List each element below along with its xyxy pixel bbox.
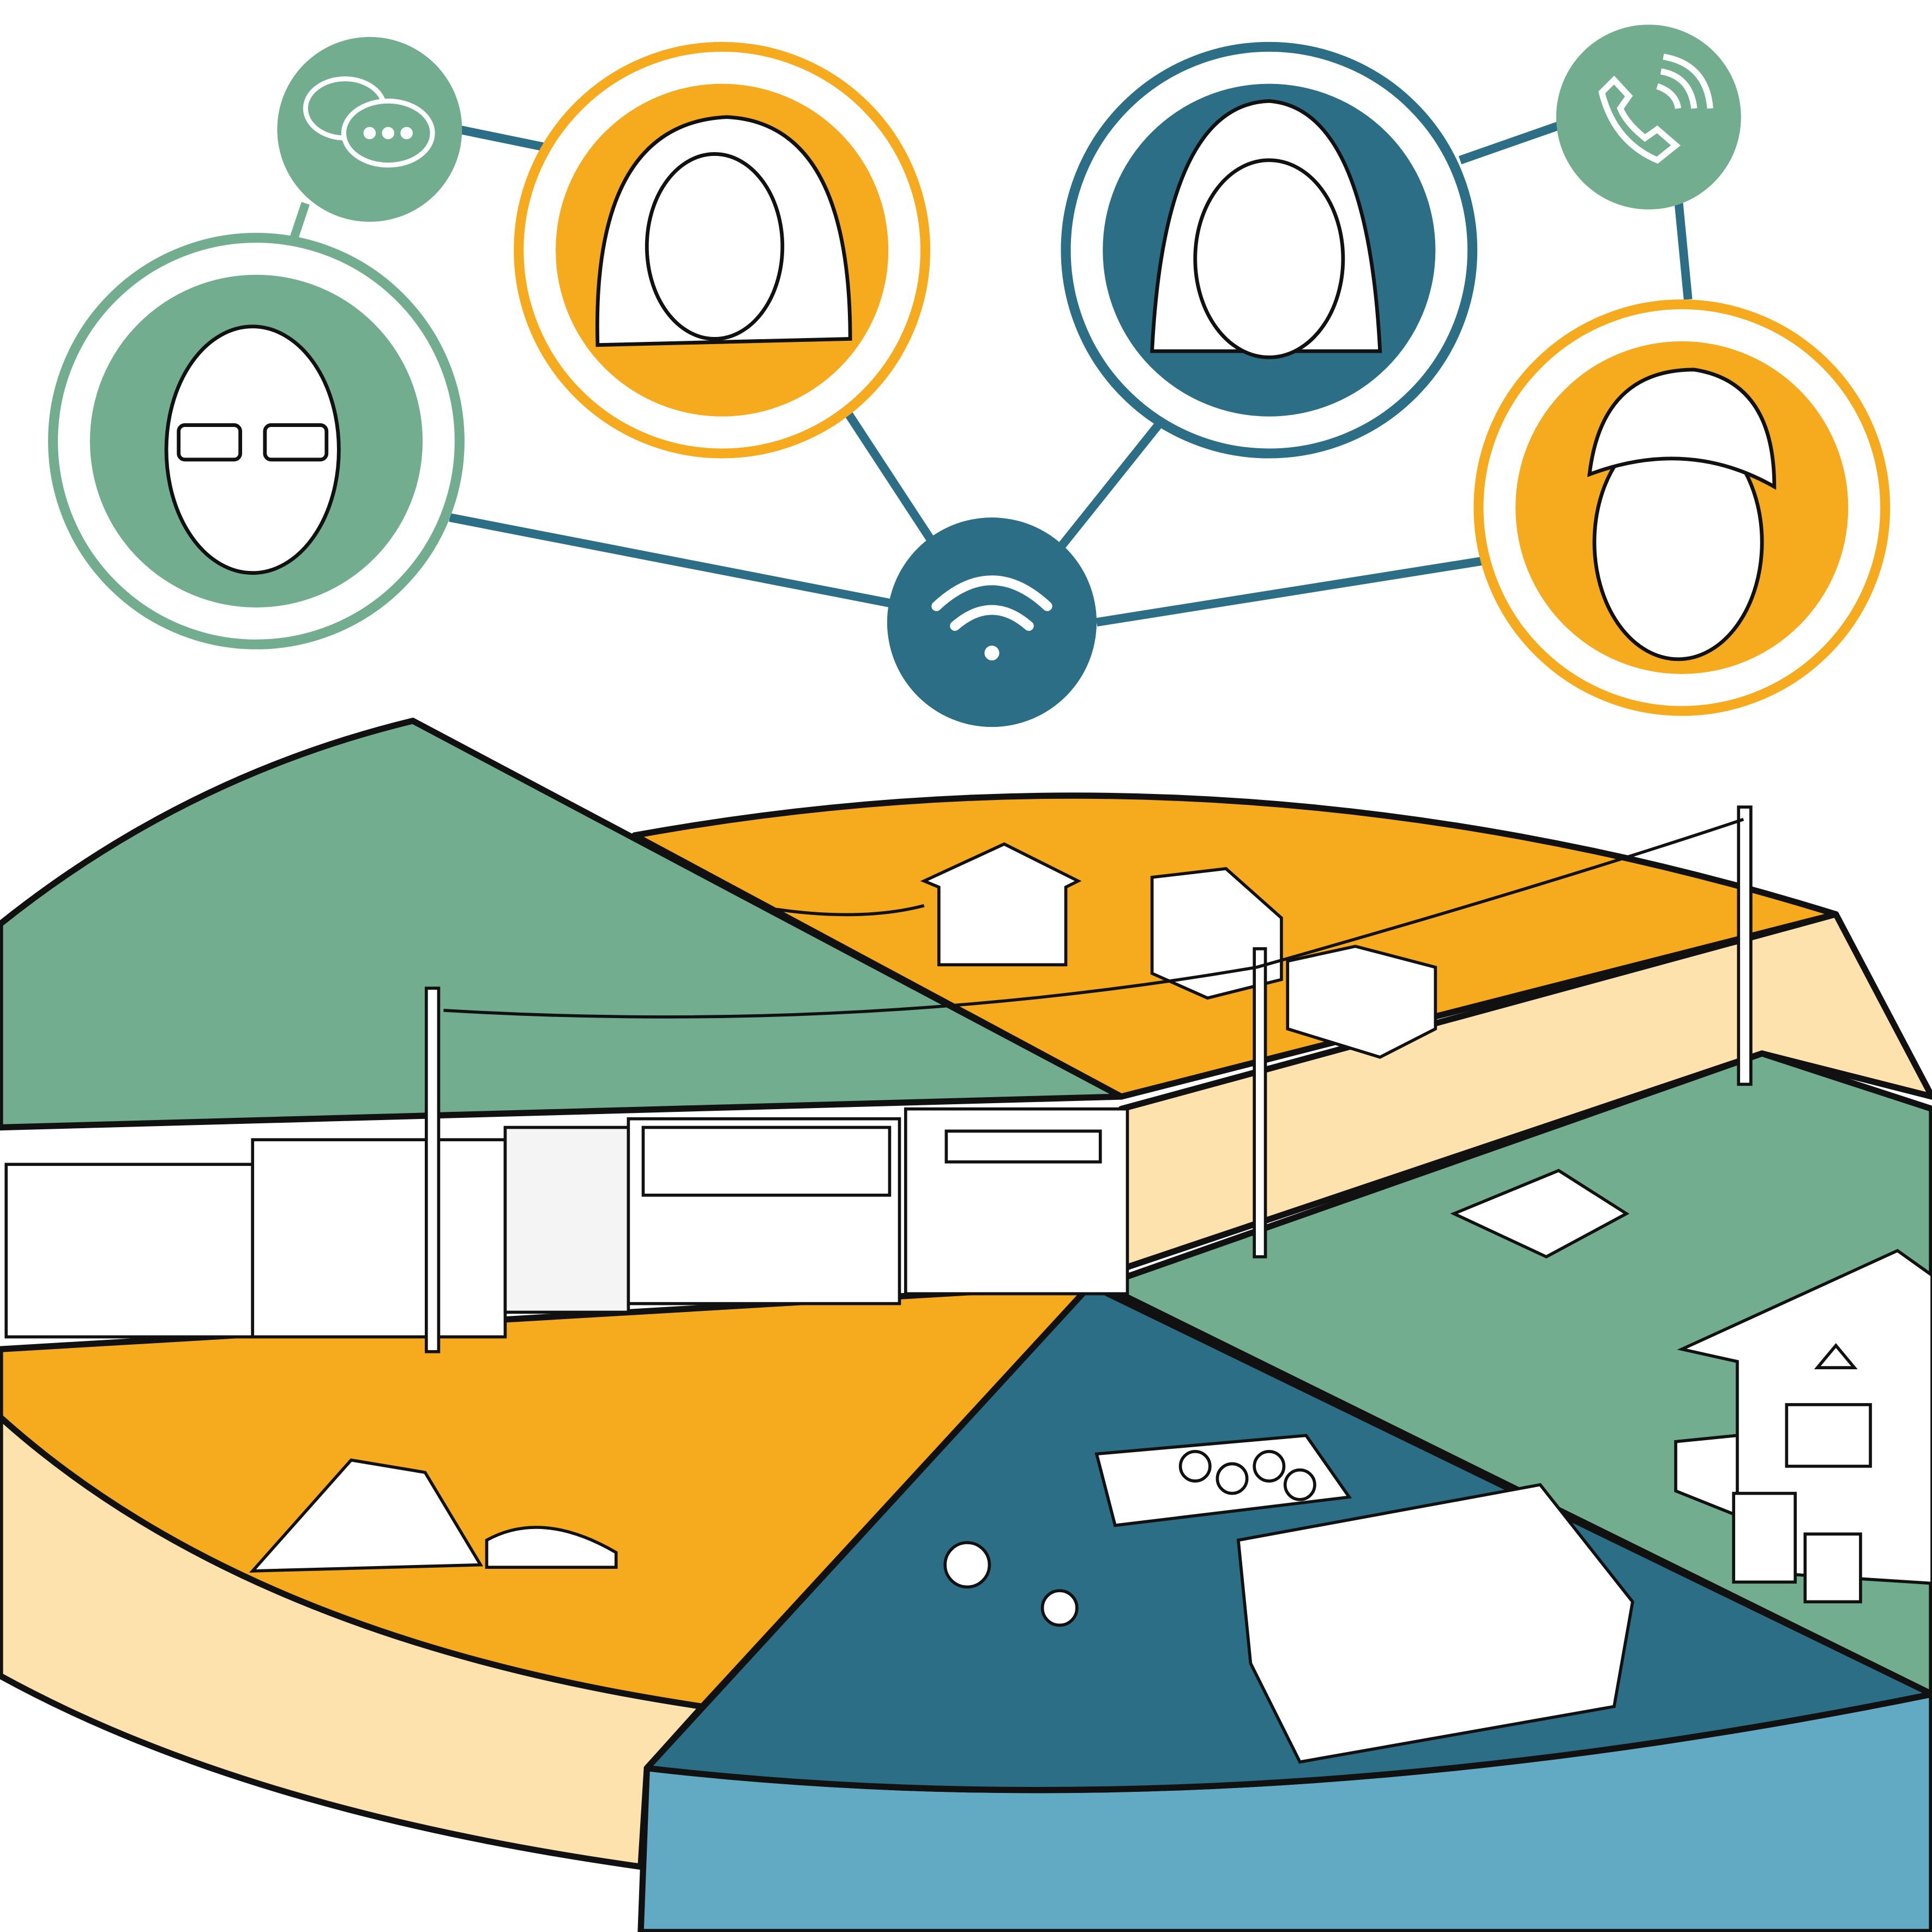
- wifi-icon: [931, 575, 1052, 661]
- potter: [1040, 1589, 1079, 1627]
- phone-call-icon: [1598, 53, 1713, 164]
- utility-pole: [424, 986, 441, 1353]
- portrait-man-with-glasses[interactable]: [48, 233, 465, 649]
- chat-badge[interactable]: [277, 37, 462, 222]
- brick-pile: [249, 1458, 618, 1573]
- shop: [251, 1138, 507, 1339]
- wifi-hub[interactable]: [887, 517, 1097, 727]
- phone-badge[interactable]: [1556, 25, 1741, 210]
- segment-green-hill: [0, 718, 1124, 1131]
- market-street: [4, 986, 1129, 1353]
- recycle-icon: [1814, 1343, 1858, 1369]
- pottery-market: [943, 1434, 1634, 1764]
- chat-bubbles-icon: [303, 76, 435, 168]
- utility-pole: [1737, 805, 1753, 1086]
- seated-woman: [943, 1541, 991, 1589]
- portrait-woman-smiling[interactable]: [1061, 41, 1478, 459]
- shop: [4, 1163, 255, 1339]
- brick-wall: [503, 1126, 630, 1314]
- village-homes: [443, 805, 1753, 1259]
- recycling-yard: [1450, 1169, 1932, 1604]
- portrait-woman-long-hair[interactable]: [514, 41, 930, 459]
- network-links: [288, 122, 1693, 627]
- segment-brick-yard: [0, 1282, 1094, 1710]
- utility-pole: [1253, 947, 1267, 1259]
- portrait-man-with-turban[interactable]: [1473, 299, 1891, 716]
